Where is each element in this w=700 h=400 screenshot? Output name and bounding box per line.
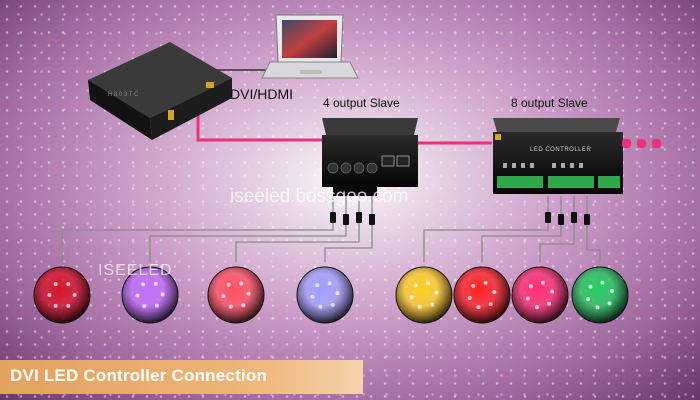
effect-5-highlight — [409, 295, 414, 300]
effect-7-highlight — [528, 284, 533, 289]
effect-3-highlight — [239, 281, 244, 286]
effect-2-highlight — [141, 282, 146, 287]
effect-3-highlight — [246, 291, 251, 296]
watermark-url: iseeled.bossgoo.com — [230, 186, 409, 207]
effect-7-highlight — [525, 296, 530, 301]
effect-6-highlight — [467, 295, 472, 300]
effect-1-highlight — [72, 293, 77, 297]
effect-6 — [453, 266, 511, 324]
effect-2-highlight — [154, 303, 159, 308]
effect-7 — [511, 266, 569, 324]
effect-1-highlight — [66, 303, 71, 308]
cable-plugs — [330, 212, 590, 225]
effect-8-highlight — [609, 288, 614, 293]
effect-8 — [571, 266, 629, 324]
effect-2-highlight — [135, 293, 140, 298]
effect-4-highlight — [318, 304, 323, 309]
effect-1-highlight — [47, 293, 52, 297]
effect-8-highlight — [595, 305, 600, 310]
effect-4-highlight — [335, 291, 340, 296]
effect-2-highlight — [160, 292, 165, 297]
effect-4-highlight — [327, 281, 332, 286]
effect-4-highlight — [310, 294, 315, 299]
effect-3-highlight — [226, 282, 231, 287]
pink-cable-master-to-slave4 — [196, 108, 325, 142]
effect-6-highlight — [476, 305, 481, 310]
effect-1-highlight — [53, 282, 58, 287]
effect-4-highlight — [315, 283, 320, 288]
effect-5-highlight — [426, 281, 431, 286]
effect-5-highlight — [417, 304, 422, 309]
light-effect-samples — [33, 266, 629, 324]
effect-1 — [33, 266, 91, 324]
effect-1-highlight — [66, 282, 71, 287]
effect-3 — [207, 266, 265, 324]
effect-8-highlight — [588, 284, 593, 289]
effect-5-highlight — [430, 302, 435, 307]
dvi-hdmi-label: DVI/HDMI — [230, 86, 293, 102]
slave-8-output-box — [493, 118, 623, 194]
effect-2-highlight — [153, 281, 158, 286]
effect-5-highlight — [434, 290, 439, 295]
effect-7-highlight — [534, 305, 539, 310]
effect-8-highlight — [586, 297, 591, 302]
effect-6-highlight — [492, 290, 497, 295]
effect-2-highlight — [142, 304, 147, 309]
effect-6-highlight — [488, 302, 493, 307]
effect-8-highlight — [600, 280, 605, 285]
effect-6-highlight — [471, 283, 476, 288]
slave-8-label: 8 output Slave — [511, 96, 588, 110]
laptop-icon — [261, 14, 359, 79]
effect-3-highlight — [228, 304, 233, 309]
effect-5-highlight — [413, 283, 418, 288]
caption-text: DVI LED Controller Connection — [10, 366, 268, 385]
effect-8-highlight — [607, 301, 612, 306]
slave-4-output-box — [322, 118, 418, 196]
controller-face-text: LED CONTROLLER — [530, 147, 592, 153]
effect-7-highlight — [541, 280, 546, 285]
effect-1-highlight — [53, 303, 58, 308]
svg-text:H 8 0 3 T C: H 8 0 3 T C — [108, 92, 139, 98]
effect-3-highlight — [241, 303, 246, 308]
effect-5 — [395, 266, 453, 324]
effect-6-highlight — [483, 280, 488, 285]
effect-4 — [296, 266, 354, 324]
slave-4-label: 4 output Slave — [323, 96, 400, 110]
effect-2 — [121, 266, 179, 324]
right-output-cables — [423, 196, 601, 262]
effect-4-highlight — [330, 302, 335, 307]
master-controller: H 8 0 3 T C — [88, 42, 232, 140]
ellipsis-icon — [622, 139, 661, 148]
watermark-brand: ISEELED — [98, 262, 173, 279]
effect-7-highlight — [547, 301, 552, 306]
effect-7-highlight — [550, 289, 555, 294]
effect-3-highlight — [221, 294, 226, 299]
caption-bar: DVI LED Controller Connection — [0, 360, 363, 394]
